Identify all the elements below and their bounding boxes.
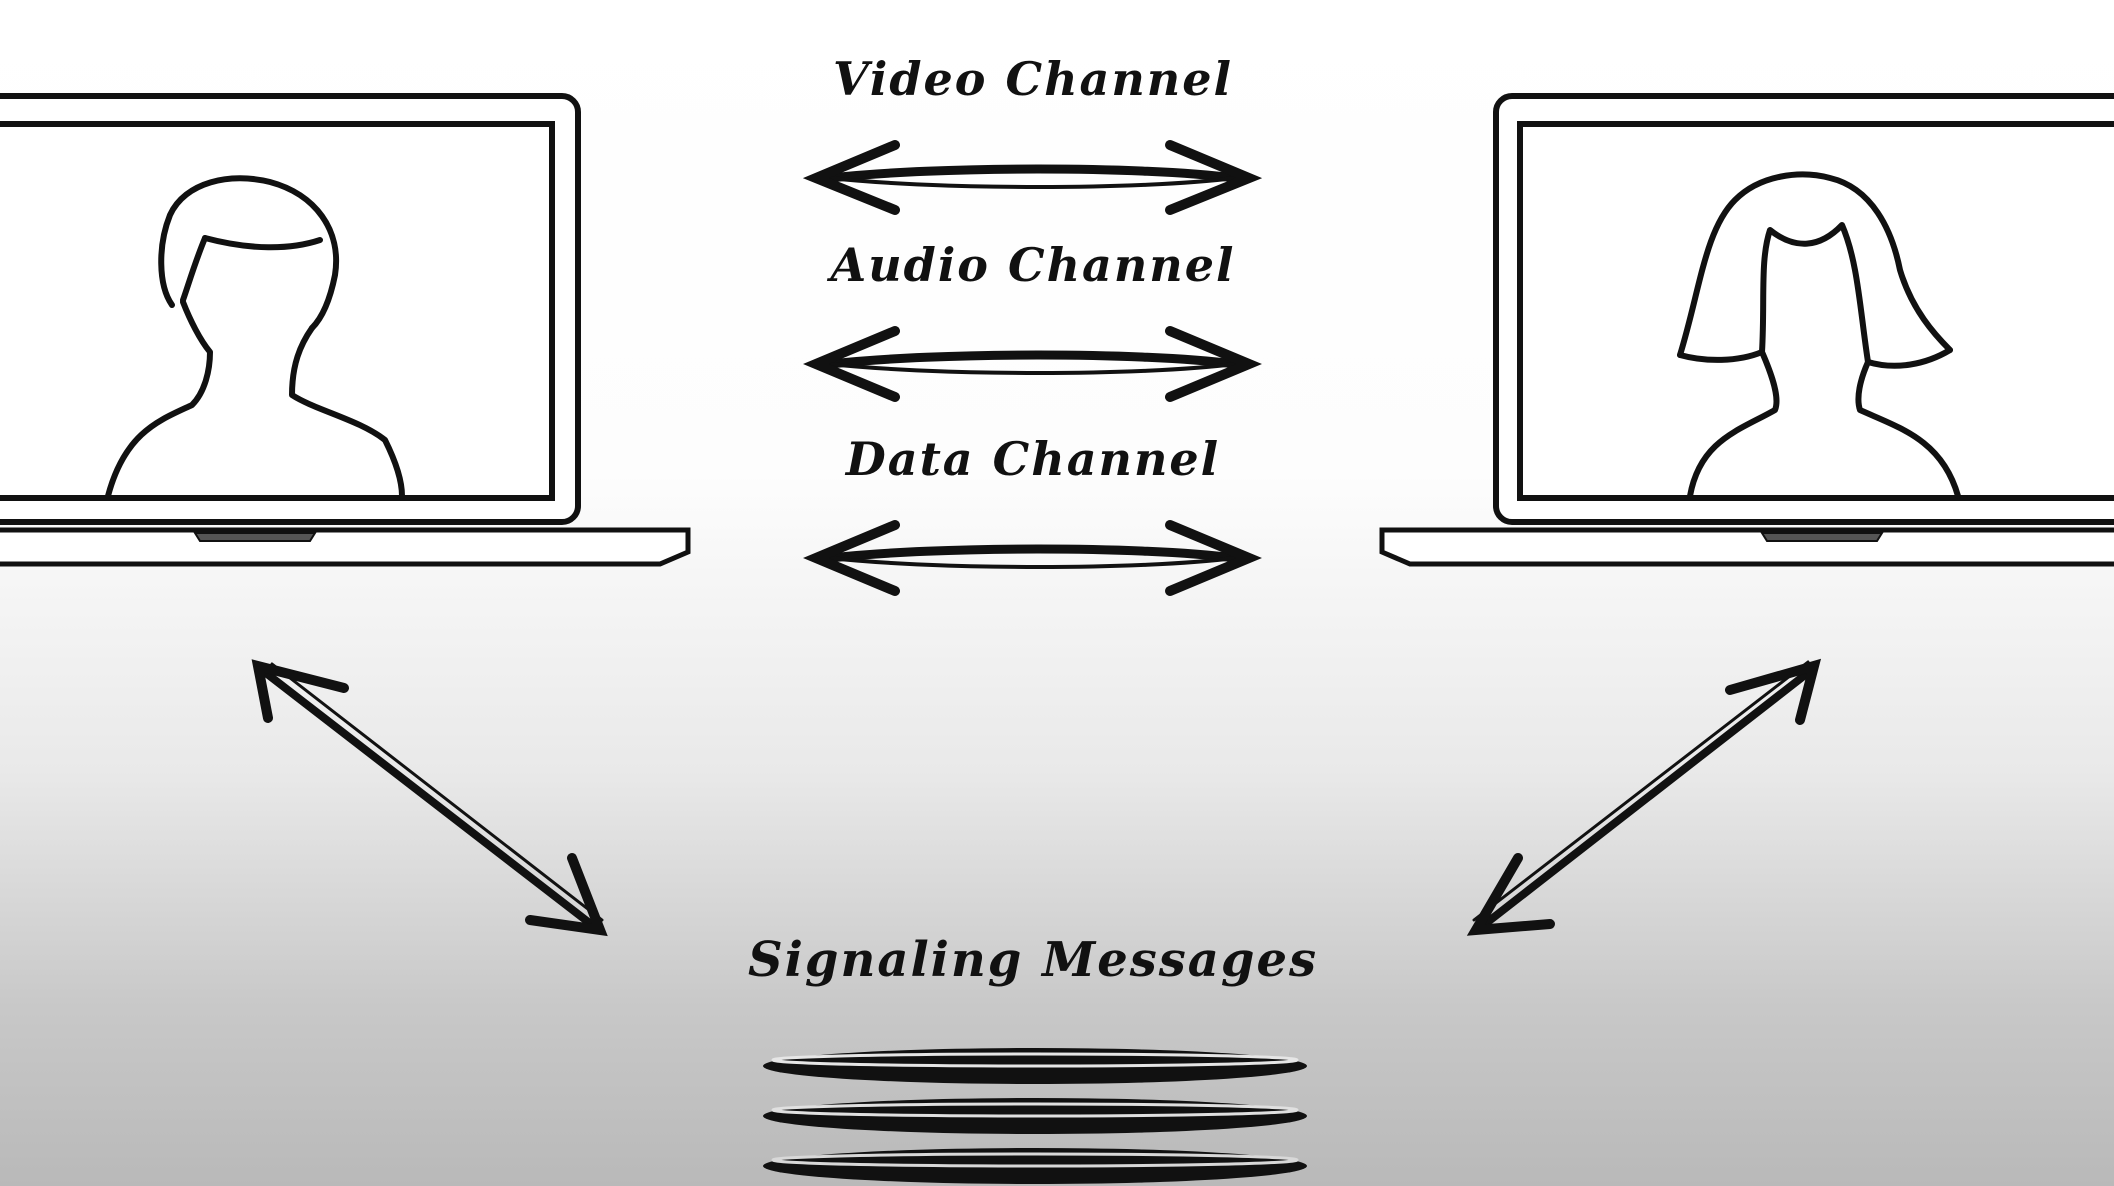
left-signaling-arrow [251,659,608,937]
right-laptop-icon [1379,93,2114,567]
left-laptop-icon [0,93,691,567]
female-user-icon [1677,171,1961,499]
audio-channel-label: Audio Channel [830,238,1236,292]
male-user-icon [105,175,405,499]
signaling-messages-label: Signaling Messages [747,932,1319,988]
video-channel-arrow [802,140,1263,215]
data-channel-label: Data Channel [845,432,1221,486]
audio-channel-arrow [803,326,1262,402]
data-channel-arrow [803,520,1262,596]
video-channel-label: Video Channel [833,52,1233,106]
right-signaling-arrow [1466,658,1822,936]
signaling-server-icon [763,1048,1307,1184]
